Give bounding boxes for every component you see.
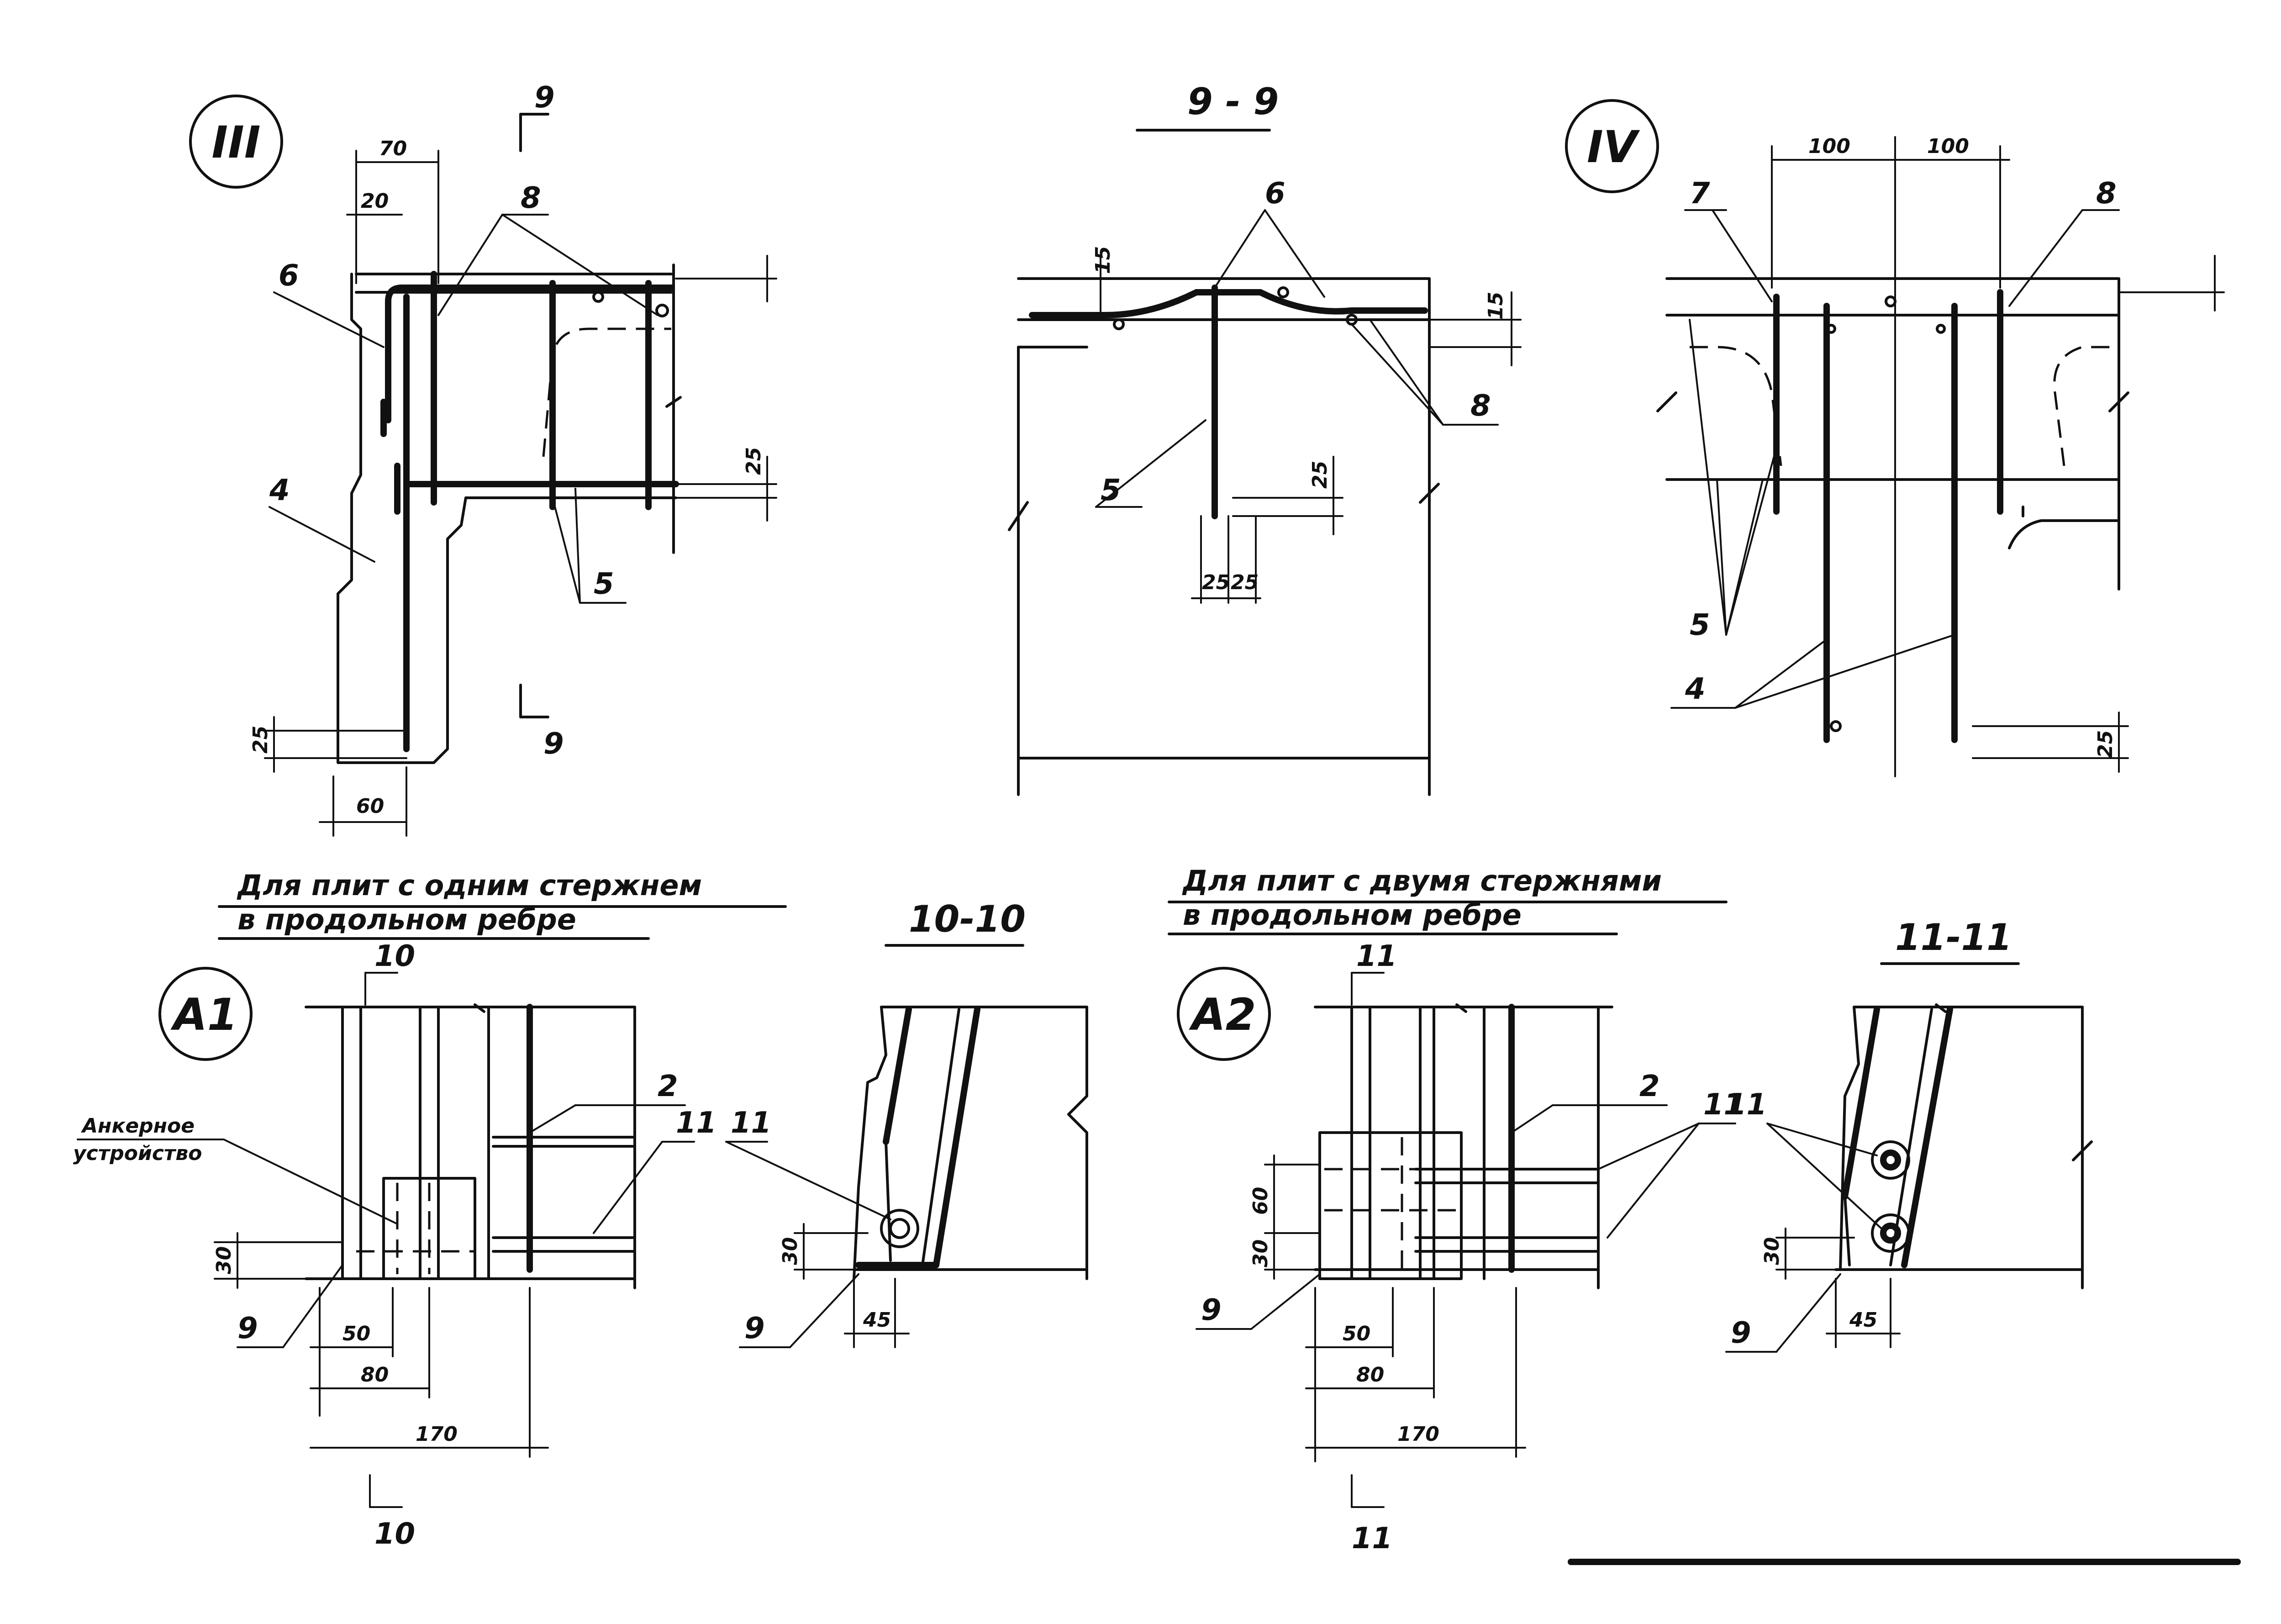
caption-two-bars: Для плит с двумя стержнями в продольном … — [1168, 864, 1728, 935]
dim-A1-80: 80 — [361, 1363, 389, 1387]
dim-A2-50: 50 — [1343, 1322, 1370, 1345]
caption-one-bar-line2: в продольном ребре — [237, 903, 576, 936]
dim-11-45: 45 — [1849, 1308, 1877, 1332]
callout-9-5: 5 — [1101, 474, 1121, 507]
dim-10-45: 45 — [863, 1308, 891, 1332]
dim-A2-170: 170 — [1397, 1423, 1439, 1446]
cut-10-bottom-label: 10 — [374, 1517, 415, 1551]
detail-A1: A1 10 30 50 80 170 — [73, 939, 716, 1551]
callout-IV-4: 4 — [1685, 672, 1706, 706]
dim-A2-30: 30 — [1249, 1239, 1272, 1267]
callout-A1-9: 9 — [237, 1312, 258, 1345]
section-11-bar-ring-lower-outer — [1871, 1213, 1910, 1253]
cut-9-bottom-label: 9 — [543, 727, 564, 761]
cut-10-top-label: 10 — [374, 939, 415, 973]
dim-A2-80: 80 — [1356, 1363, 1384, 1387]
section-11-11: 11-11 30 45 11 9 — [1725, 916, 2093, 1353]
dim-III-70: 70 — [379, 137, 407, 160]
detail-IV: IV 100 100 25 7 — [1565, 99, 2225, 777]
callout-IV-8: 8 — [2096, 177, 2117, 211]
dim-III-25-right: 25 — [742, 447, 765, 475]
callout-A1-2: 2 — [658, 1070, 678, 1103]
dim-A1-170: 170 — [416, 1423, 458, 1446]
cut-9-top-label: 9 — [534, 81, 555, 115]
section-11-11-title: 11-11 — [1895, 916, 2012, 959]
callout-10-11: 11 — [731, 1106, 771, 1140]
callout-III-5: 5 — [594, 567, 614, 601]
caption-one-bar: Для плит с одним стержнем в продольном р… — [218, 869, 787, 940]
callout-IV-5: 5 — [1690, 608, 1710, 642]
detail-A2-bubble — [1177, 967, 1271, 1061]
callout-A1-11: 11 — [676, 1106, 716, 1140]
detail-III-bubble-label: III — [211, 117, 260, 168]
anchor-note-line1: Анкерное — [81, 1114, 195, 1138]
anchor-note-line2: устройство — [73, 1142, 202, 1165]
dim-10-30: 30 — [779, 1237, 802, 1265]
caption-one-bar-line1: Для плит с одним стержнем — [237, 869, 702, 902]
detail-III-outline — [337, 273, 677, 764]
callout-11-11: 11 — [1726, 1088, 1767, 1122]
dim-III-60: 60 — [356, 795, 384, 818]
section-10-10: 30 45 11 9 — [725, 1006, 1088, 1348]
section-11-bar-ring-upper-inner — [1880, 1149, 1901, 1171]
dim-IV-100-left: 100 — [1808, 135, 1850, 158]
section-10-10-title: 10-10 — [909, 898, 1026, 940]
section-9-9-title: 9 - 9 — [1187, 80, 1279, 123]
callout-9-6: 6 — [1265, 177, 1285, 211]
caption-two-bars-line1: Для плит с двумя стержнями — [1182, 864, 1662, 897]
dim-9-25-a: 25 — [1202, 571, 1230, 594]
section-10-bar-ring-inner — [889, 1218, 910, 1239]
callout-9-8: 8 — [1470, 389, 1491, 423]
callout-A2-11: 11 — [1703, 1088, 1744, 1122]
dim-11-30: 30 — [1760, 1237, 1784, 1265]
detail-IV-bubble-label: IV — [1587, 121, 1640, 173]
detail-IV-bubble — [1565, 99, 1659, 193]
dim-A2-60: 60 — [1249, 1187, 1272, 1215]
callout-A2-2: 2 — [1639, 1070, 1660, 1103]
dim-III-25-left: 25 — [249, 726, 272, 754]
detail-A1-bubble-label: A1 — [170, 989, 237, 1040]
dim-9-15-right: 15 — [1484, 292, 1507, 320]
callout-III-4: 4 — [269, 474, 290, 507]
detail-A2-bubble-label: A2 — [1188, 989, 1256, 1040]
dim-IV-25: 25 — [2094, 730, 2117, 758]
callout-III-8: 8 — [521, 181, 541, 215]
caption-two-bars-line2: в продольном ребре — [1183, 898, 1522, 932]
callout-III-6: 6 — [279, 259, 299, 293]
section-11-bar-ring-upper-outer — [1871, 1140, 1910, 1180]
dim-9-25-b: 25 — [1231, 571, 1259, 594]
callout-10-9: 9 — [744, 1312, 765, 1345]
cut-11-top-label: 11 — [1356, 939, 1397, 973]
dim-9-15-left: 15 — [1091, 246, 1115, 274]
detail-III-bubble — [189, 95, 283, 189]
dim-A1-30: 30 — [212, 1246, 236, 1274]
detail-III: III 9 70 20 25 — [189, 81, 777, 837]
detail-A2: A2 11 60 30 50 80 — [1177, 939, 1744, 1555]
dim-IV-100-right: 100 — [1927, 135, 1969, 158]
callout-A2-9: 9 — [1201, 1293, 1222, 1327]
callout-11-9: 9 — [1731, 1316, 1751, 1350]
dim-III-20: 20 — [361, 190, 389, 213]
detail-A1-bubble — [158, 967, 253, 1061]
section-10-bar-ring-outer — [880, 1209, 919, 1248]
section-11-bar-ring-lower-inner — [1880, 1223, 1901, 1244]
cut-11-bottom-label: 11 — [1352, 1522, 1392, 1555]
callout-IV-7: 7 — [1690, 177, 1710, 211]
section-9-9: 9 - 9 15 15 25 25 25 6 — [1008, 80, 1522, 796]
dim-A1-50: 50 — [342, 1322, 370, 1345]
dim-9-25-vertical: 25 — [1308, 461, 1332, 489]
